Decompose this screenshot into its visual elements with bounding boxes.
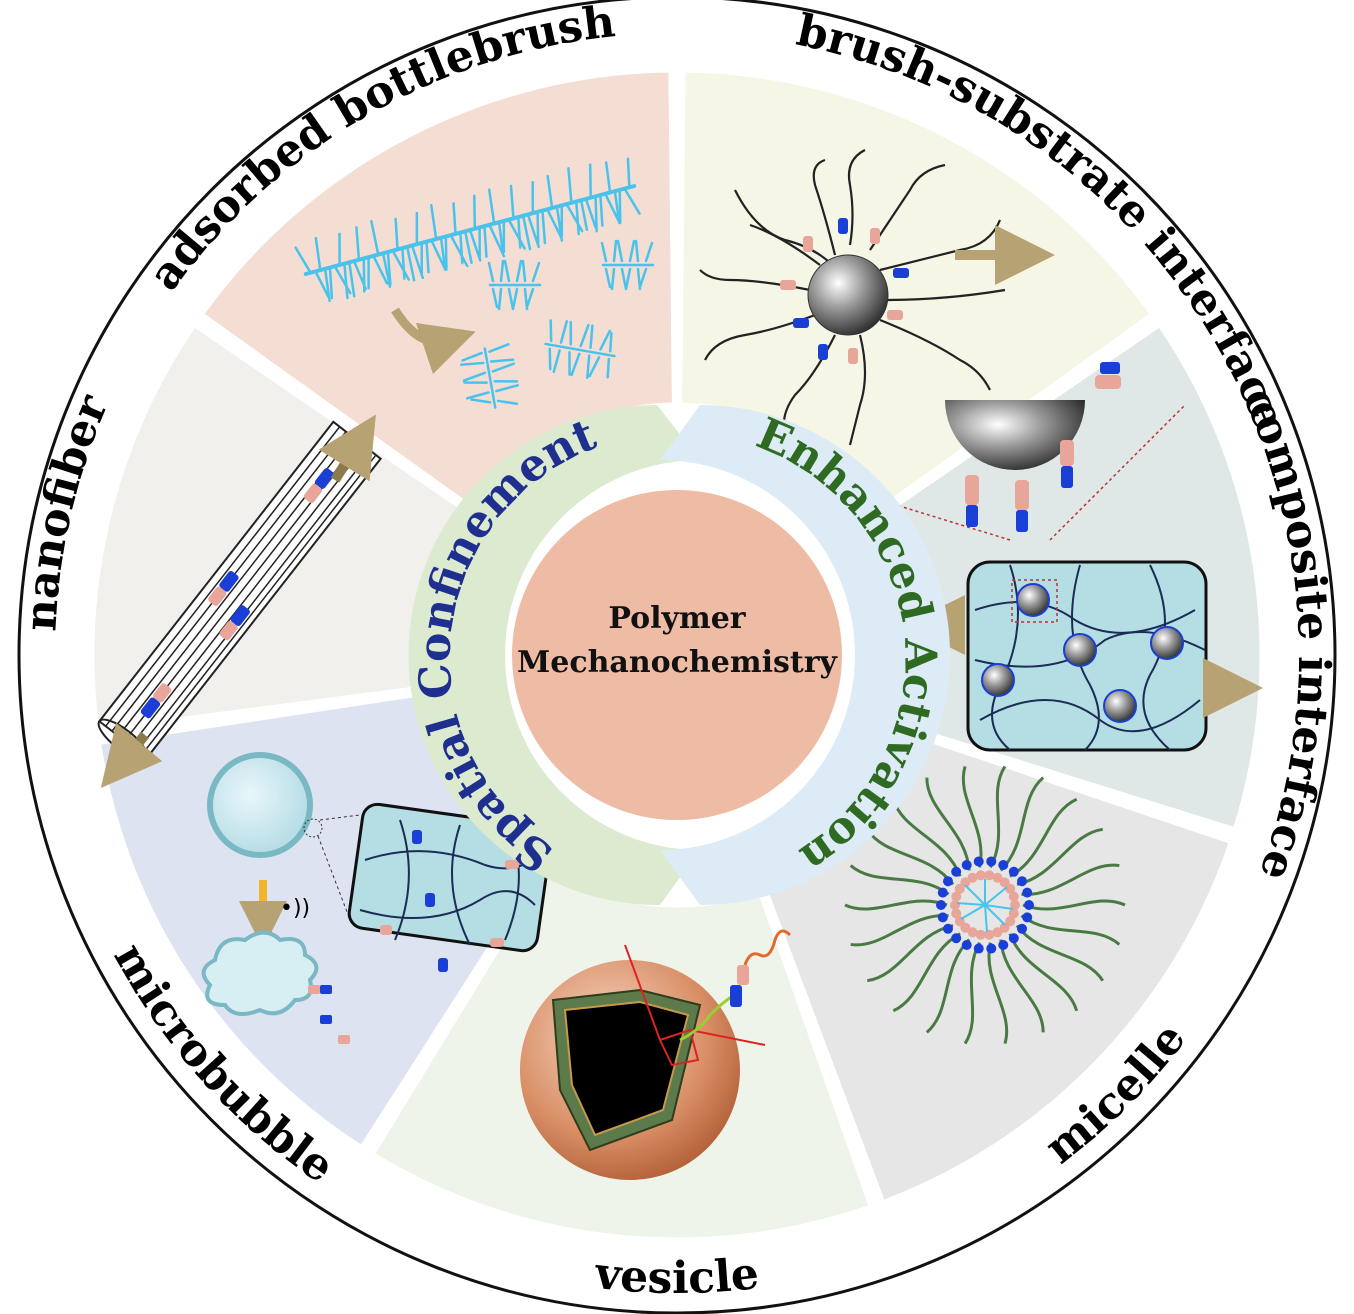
enhanced-activation-band: [660, 405, 950, 905]
vesicle-illustration: [520, 929, 792, 1180]
composite-illustration: [879, 362, 1263, 752]
center-disk: [512, 490, 842, 820]
nanofiber-illustration: [97, 414, 383, 789]
bottlebrush-illustration: [294, 157, 655, 409]
spatial-confinement-band: [408, 405, 700, 906]
inner-ring: [408, 405, 950, 906]
sector-label-vesicle: vesicle: [592, 1248, 762, 1304]
center-title-line2: Mechanochemistry: [517, 645, 838, 680]
nanoparticles: [981, 583, 1184, 723]
svg-text:•)): •)): [280, 896, 310, 921]
mechanophore-set: [780, 218, 909, 364]
micelle-illustration: [844, 765, 1126, 1045]
brush-substrate-illustration: [699, 149, 1055, 446]
transition-arrow: [391, 307, 476, 375]
svg-text:vesicle: vesicle: [592, 1248, 762, 1304]
center-title-line1: Polymer: [608, 601, 746, 636]
